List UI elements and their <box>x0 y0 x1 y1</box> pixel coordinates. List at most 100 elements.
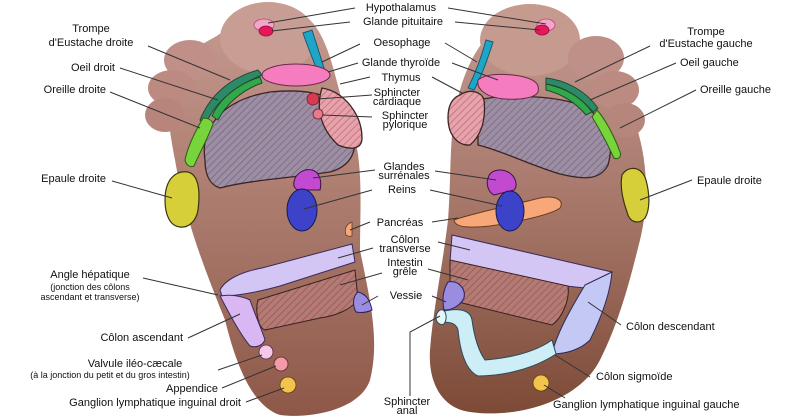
label-vessie: Vessie <box>390 290 422 302</box>
leader-surrenales-r <box>312 169 376 179</box>
left-oesophagus <box>467 39 494 91</box>
label-epaule-droite-left: Epaule droite <box>41 173 106 185</box>
label-pancreas: Pancréas <box>377 217 424 229</box>
right-toe-3 <box>148 70 196 106</box>
left-sphincter-anal <box>435 309 447 325</box>
leader-oreille-gauche <box>619 89 697 129</box>
leader-pituitaire-r <box>271 21 351 32</box>
label-trompe-droite-2: d'Eustache droite <box>49 37 134 49</box>
leader-oeil-gauche <box>589 62 677 101</box>
label-colon-ascendant: Côlon ascendant <box>100 332 183 344</box>
right-sphincter-cardiaque <box>306 92 320 106</box>
right-side-labels: Trompe d'Eustache gauche Oeil gauche Ore… <box>543 26 771 411</box>
right-kidney <box>286 188 318 232</box>
right-ileocaecal-valve <box>258 344 274 360</box>
left-lung-zone <box>477 95 612 179</box>
left-shoulder <box>620 167 650 223</box>
leader-colon-transverse-l <box>437 241 471 251</box>
label-appendice: Appendice <box>166 383 218 395</box>
leader-trompe-droite <box>147 45 231 81</box>
leader-sphincter-anal <box>409 315 441 396</box>
leader-thymus-l <box>431 76 463 94</box>
leader-vessie-r <box>361 295 379 306</box>
right-eye <box>211 76 263 121</box>
label-sphincter-anal-1: Sphincter <box>384 396 431 408</box>
leader-reins-l <box>429 189 503 207</box>
label-sphincter-pylorique-2: pylorique <box>383 119 428 131</box>
left-adrenal <box>486 169 517 196</box>
leader-vessie-l <box>431 295 447 303</box>
label-colon-sigmoide: Côlon sigmoïde <box>596 371 672 383</box>
left-toe-3 <box>591 71 639 109</box>
leader-appendice <box>221 365 277 389</box>
label-glande-pituitaire: Glande pituitaire <box>363 16 443 28</box>
left-colon-sigmoide <box>439 309 557 377</box>
right-colon-ascendant <box>219 294 266 348</box>
label-sphincter-anal-2: anal <box>397 405 418 417</box>
label-sphincter-cardiaque-1: Sphincter <box>374 87 421 99</box>
leader-hypothalamus-r <box>267 7 356 24</box>
leader-colon-descendant <box>587 301 622 326</box>
leader-pancreas-l <box>431 217 459 223</box>
right-sphincter-pylorique <box>312 108 324 120</box>
leader-thymus-r <box>339 76 371 85</box>
leader-epaule-droite-left <box>111 180 173 199</box>
leader-intestin-l <box>427 268 469 281</box>
label-epaule-droite-right: Epaule droite <box>697 175 762 187</box>
right-inguinal-ganglion <box>279 376 297 394</box>
leader-pancreas-r <box>349 221 371 231</box>
leader-colon-transverse-r <box>337 247 374 259</box>
label-angle-hepatique-sub2: ascendant et transverse) <box>40 292 139 302</box>
right-appendix <box>273 356 289 372</box>
left-big-toe <box>480 4 580 76</box>
right-shoulder <box>164 171 200 228</box>
left-toe-2 <box>568 36 624 80</box>
right-bladder <box>353 291 373 313</box>
label-glandes-surrenales-2: surrénales <box>378 170 430 182</box>
leader-oeil-droit <box>119 67 219 101</box>
label-oeil-droit: Oeil droit <box>71 62 115 74</box>
leader-oesophage-r <box>321 43 361 63</box>
label-intestin-grele-2: grêle <box>393 266 417 278</box>
label-glandes-surrenales-1: Glandes <box>384 161 425 173</box>
label-sphincter-cardiaque-2: cardiaque <box>373 96 421 108</box>
label-valvule-sub: (à la jonction du petit et du gros intes… <box>30 370 190 380</box>
right-big-toe <box>220 2 316 74</box>
left-side-labels: Trompe d'Eustache droite Oeil droit Orei… <box>30 23 285 409</box>
right-thyroid <box>261 63 331 87</box>
left-inguinal-ganglion <box>532 374 550 392</box>
left-small-intestine <box>449 259 569 326</box>
leader-colon-ascendant <box>187 313 241 339</box>
label-trompe-gauche-2: d'Eustache gauche <box>659 38 752 50</box>
leader-thyroide-l <box>451 62 499 81</box>
label-sphincter-pylorique-1: Sphincter <box>382 110 429 122</box>
left-eye <box>545 83 593 116</box>
label-intestin-grele-1: Intestin <box>387 257 422 269</box>
leader-angle-hepatique <box>142 277 219 296</box>
left-toe-4 <box>605 103 645 137</box>
label-angle-hepatique: Angle hépatique <box>50 269 130 281</box>
leader-thyroide-r <box>327 62 359 73</box>
label-colon-descendant: Côlon descendant <box>626 321 715 333</box>
label-hypothalamus: Hypothalamus <box>366 2 437 14</box>
left-stomach-zone <box>447 90 486 146</box>
leader-pituitaire-l <box>454 21 541 31</box>
right-adrenal <box>293 169 322 191</box>
leader-colon-sigmoide <box>554 354 591 378</box>
leader-intestin-r <box>339 272 383 286</box>
leader-oesophage-l <box>444 42 478 63</box>
label-valvule: Valvule iléo-cæcale <box>88 358 183 370</box>
label-colon-transverse-2: transverse <box>379 243 430 255</box>
label-trompe-gauche-1: Trompe <box>687 26 725 38</box>
center-labels: Hypothalamus Glande pituitaire Oesophage… <box>267 2 547 417</box>
right-toe-4 <box>145 98 185 132</box>
label-ganglion-droit: Ganglion lymphatique inguinal droit <box>69 397 241 409</box>
label-oesophage: Oesophage <box>374 37 431 49</box>
right-foot <box>145 2 375 416</box>
label-oreille-droite: Oreille droite <box>44 84 106 96</box>
label-reins: Reins <box>388 184 417 196</box>
right-toe-2 <box>164 40 216 80</box>
leader-reins-r <box>303 189 373 210</box>
label-colon-transverse-1: Côlon <box>391 234 420 246</box>
